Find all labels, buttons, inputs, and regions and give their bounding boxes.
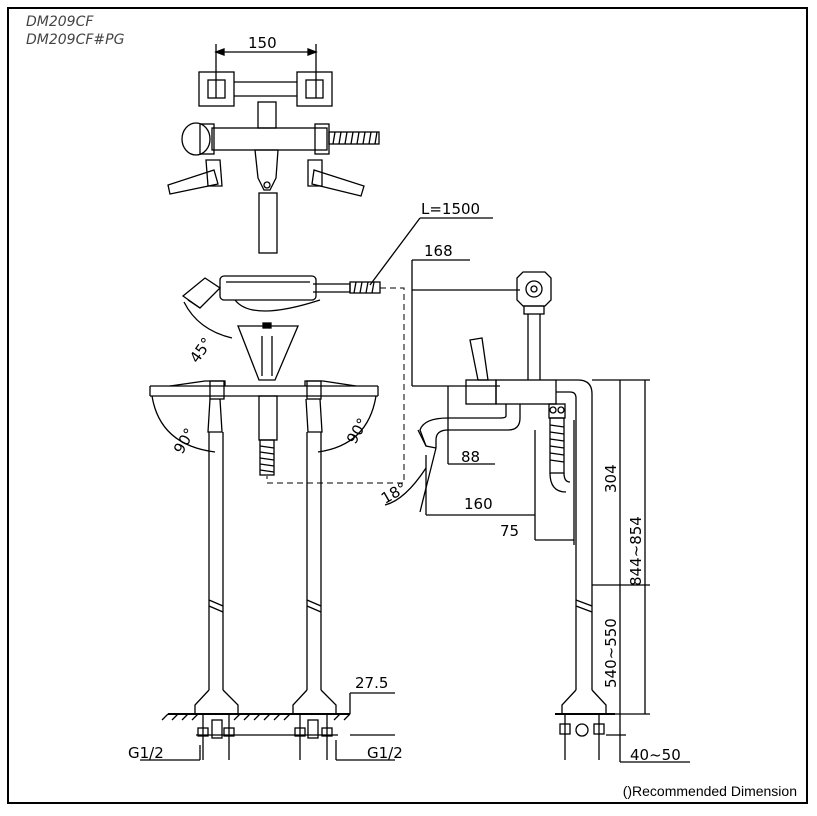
- drawing-frame: [7, 7, 808, 804]
- dim-floor-range: 40~50: [630, 746, 681, 764]
- dim-thread-right: G1/2: [367, 744, 403, 762]
- front-view: [140, 275, 405, 761]
- model-code-1: DM209CF: [26, 14, 94, 30]
- recommended-dimension-note: ()Recommended Dimension: [622, 783, 797, 799]
- dim-hose-length: L=1500: [421, 200, 481, 218]
- dim-total-height: 844~854: [627, 516, 645, 586]
- dim-top-width: 150: [248, 34, 277, 52]
- dim-thread-left: G1/2: [128, 744, 164, 762]
- dim-spout-reach: 160: [464, 495, 493, 513]
- top-view: [167, 44, 380, 254]
- dim-floor-thickness: 27.5: [355, 674, 389, 692]
- dim-riser-height: 540~550: [602, 618, 620, 688]
- dim-spout-height: 88: [461, 448, 481, 466]
- dim-upper-height: 304: [602, 464, 620, 493]
- dim-pipe-offset: 75: [500, 522, 520, 540]
- side-view: [384, 259, 690, 763]
- model-code-2: DM209CF#PG: [26, 32, 125, 48]
- dim-spout-offset: 168: [424, 242, 453, 260]
